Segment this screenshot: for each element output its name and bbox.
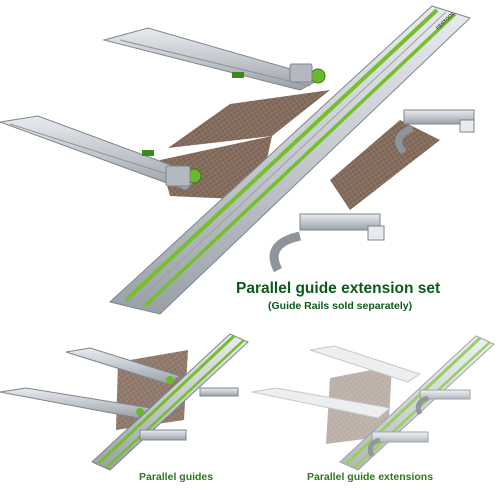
parallel-guides-view [0,333,249,471]
extension-bracket-upper [395,109,475,155]
parallel-guide-extensions-view [251,335,495,471]
product-title: Parallel guide extension set [236,280,441,297]
extension-bracket-lower [269,213,385,273]
parallel-guide-arm-upper [102,27,326,91]
wood-board-top [168,90,330,148]
guide-rail: FESTOOL [108,5,471,315]
product-subtitle: (Guide Rails sold separately) [268,300,413,312]
parallel-guides-label: Parallel guides [139,471,214,483]
wood-board-right [330,120,440,210]
main-product-view: FESTOOL [0,5,475,315]
parallel-guide-extensions-label: Parallel guide extensions [307,471,434,483]
parallel-guide-arm-lower [0,115,202,191]
